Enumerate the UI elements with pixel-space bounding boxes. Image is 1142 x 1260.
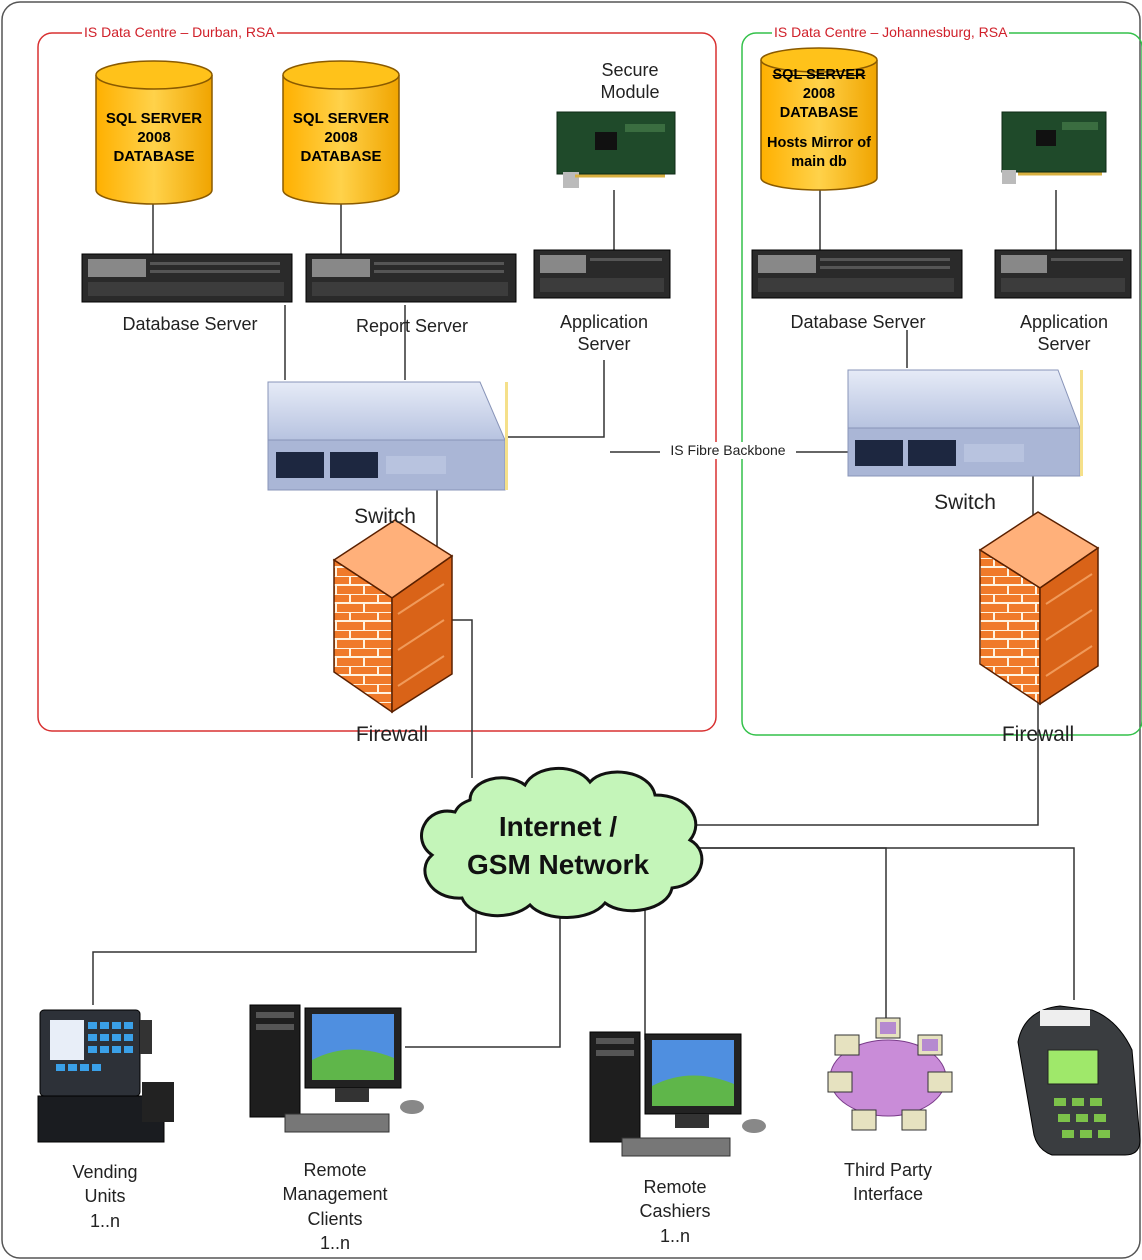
application-server-2-label: Application Server bbox=[1019, 312, 1109, 354]
pci-card-icon bbox=[556, 111, 676, 188]
cloud-label: Internet / GSM Network bbox=[466, 811, 650, 880]
database-3-line-1: SQL SERVER bbox=[772, 67, 866, 83]
rack-server-icon bbox=[994, 249, 1132, 299]
rack-server-icon bbox=[81, 253, 293, 303]
remote-cashiers-label: Remote Cashiers 1..n bbox=[639, 1177, 711, 1246]
database-cylinder-2 bbox=[282, 60, 400, 205]
cloud-icon bbox=[420, 767, 704, 919]
third-party-label: Third Party Interface bbox=[843, 1160, 933, 1205]
firewall-2-label: Firewall bbox=[1001, 723, 1075, 746]
card-terminal-icon bbox=[1017, 1005, 1141, 1156]
database-cylinder-1 bbox=[95, 60, 213, 205]
rack-server-icon bbox=[533, 249, 671, 299]
database-3-label: SQL SERVER 2008 DATABASE Hosts Mirror of… bbox=[758, 66, 880, 172]
database-server-1-label: Database Server bbox=[122, 314, 258, 334]
zone-durban-border bbox=[37, 32, 717, 732]
database-cylinder-3 bbox=[760, 47, 878, 191]
desktop-computer-icon bbox=[249, 1004, 424, 1133]
report-server-label: Report Server bbox=[355, 316, 469, 336]
database-1-line-1: SQL SERVER bbox=[105, 110, 203, 127]
rack-server-icon bbox=[305, 253, 517, 303]
switch-2-label: Switch bbox=[934, 491, 996, 514]
pci-card-icon bbox=[1001, 111, 1107, 184]
database-2-line-1: SQL SERVER bbox=[292, 110, 390, 127]
backbone-label: IS Fibre Backbone bbox=[660, 442, 796, 459]
firewall-icon bbox=[332, 519, 454, 714]
firewall-icon bbox=[978, 511, 1100, 706]
computer-ring-icon bbox=[827, 1017, 953, 1131]
database-2-line-2: 2008 bbox=[324, 128, 358, 146]
database-1-label: SQL SERVER 2008 DATABASE bbox=[96, 110, 212, 166]
network-switch-icon bbox=[847, 369, 1083, 477]
database-server-2-label: Database Server bbox=[790, 312, 926, 332]
database-3-line-5: Hosts Mirror of bbox=[767, 134, 871, 151]
connection-lines bbox=[92, 190, 1082, 1048]
database-2-line-3: DATABASE bbox=[300, 147, 382, 165]
zone-durban-title: IS Data Centre – Durban, RSA bbox=[82, 24, 277, 40]
zone-johannesburg-title: IS Data Centre – Johannesburg, RSA bbox=[772, 24, 1010, 40]
remote-management-label: Remote Management Clients 1..n bbox=[282, 1160, 388, 1253]
desktop-computer-icon bbox=[589, 1031, 766, 1157]
application-server-1-label: Application Server bbox=[559, 312, 649, 354]
vending-units-label: Vending Units 1..n bbox=[72, 1162, 138, 1231]
database-1-line-3: DATABASE bbox=[113, 147, 195, 165]
secure-module-label: Secure Module bbox=[600, 60, 660, 102]
database-2-label: SQL SERVER 2008 DATABASE bbox=[283, 110, 399, 166]
database-3-line-6: main db bbox=[791, 153, 847, 170]
firewall-1-label: Firewall bbox=[355, 723, 429, 746]
database-1-line-2: 2008 bbox=[137, 128, 171, 146]
database-3-line-3: DATABASE bbox=[779, 105, 859, 122]
database-3-line-4 bbox=[758, 123, 880, 133]
rack-server-icon bbox=[751, 249, 963, 299]
network-switch-icon bbox=[267, 381, 508, 491]
pos-terminal-icon bbox=[37, 1009, 174, 1143]
switch-1-label: Switch bbox=[354, 505, 416, 528]
database-3-line-2: 2008 bbox=[802, 86, 836, 103]
